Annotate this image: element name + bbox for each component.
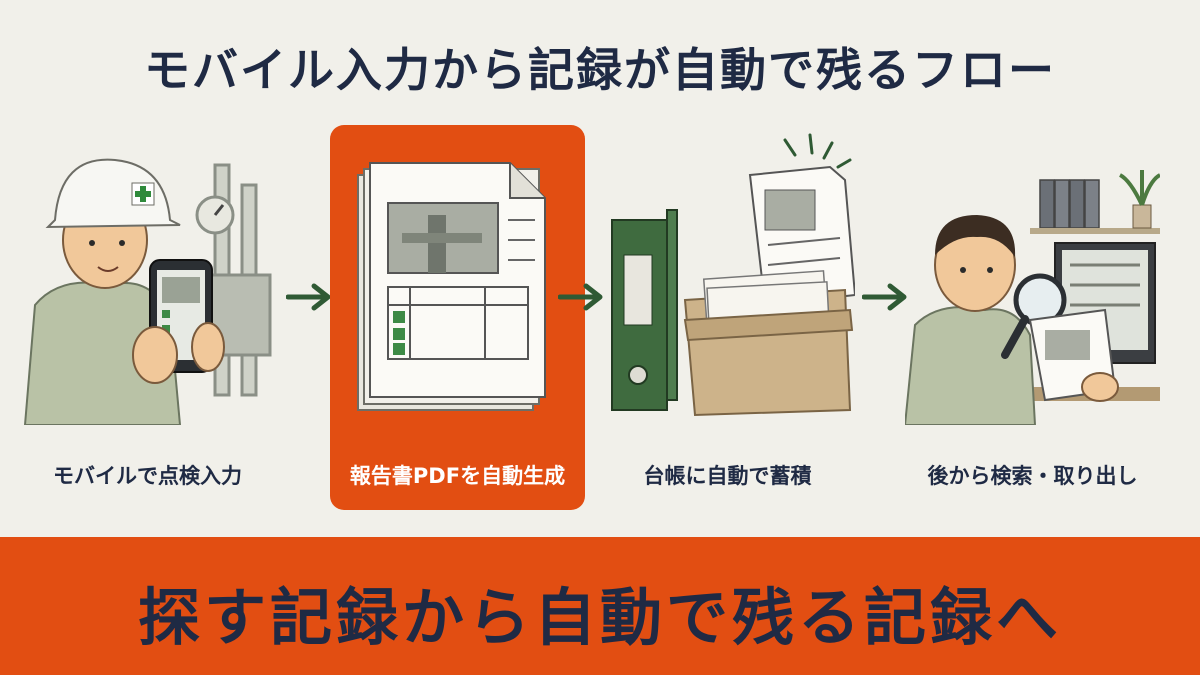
arrow-right-icon bbox=[558, 283, 603, 311]
arrow-right-icon bbox=[286, 283, 331, 311]
step-label: モバイルで点検入力 bbox=[53, 464, 242, 488]
worker-with-phone-icon bbox=[23, 158, 272, 425]
banner-message: 探す記録から自動で残る記録へ bbox=[137, 581, 1062, 654]
pdf-report-icon bbox=[357, 162, 546, 411]
binder-and-file-box-icon bbox=[611, 133, 855, 417]
step-label: 台帳に自動で蓄積 bbox=[643, 464, 812, 488]
arrow-right-icon bbox=[862, 283, 907, 311]
worker-search-magnifier-icon bbox=[905, 170, 1160, 425]
step-label: 報告書PDFを自動生成 bbox=[349, 464, 566, 488]
flow-step-search-retrieve: 後から検索・取り出し bbox=[905, 125, 1160, 510]
flow-step-pdf-generation: 報告書PDFを自動生成 bbox=[330, 125, 585, 510]
flow-step-ledger-storage: 台帳に自動で蓄積 bbox=[600, 125, 855, 510]
step-label: 後から検索・取り出し bbox=[927, 464, 1138, 488]
page-title: モバイル入力から記録が自動で残るフロー bbox=[144, 43, 1056, 97]
bottom-banner: 探す記録から自動で残る記録へ bbox=[0, 537, 1200, 675]
flow-step-mobile-input: モバイルで点検入力 bbox=[20, 125, 275, 510]
